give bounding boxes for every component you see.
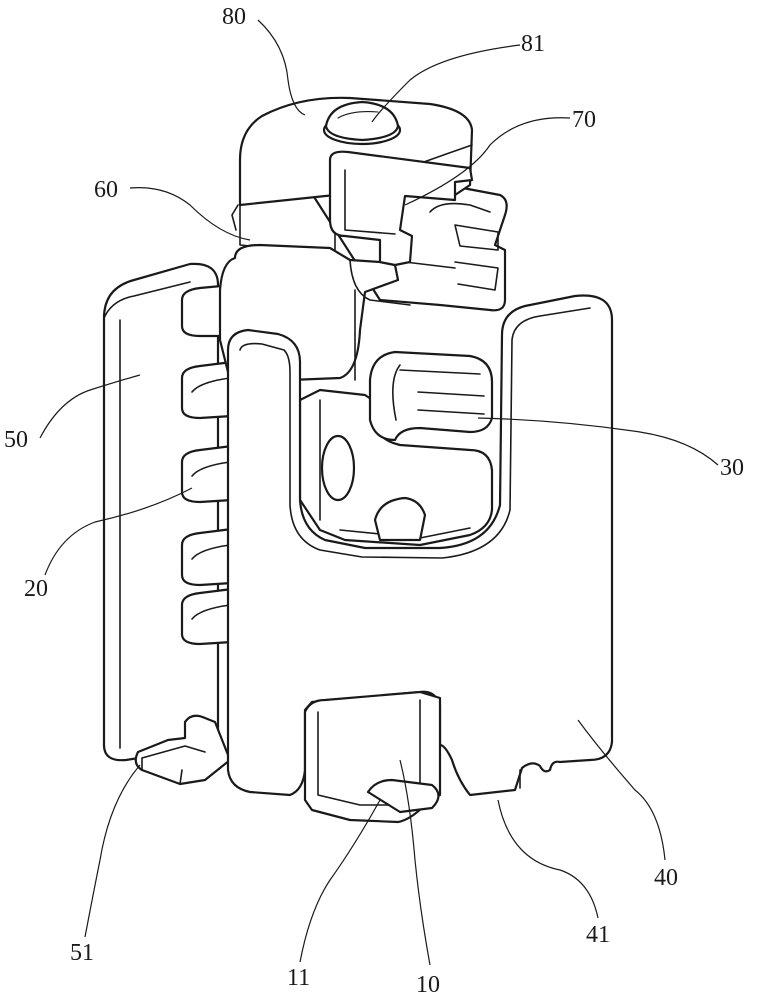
label-70: 70 (572, 107, 596, 133)
leader-51 (84, 764, 141, 938)
reference-numerals: 80 81 70 60 50 30 20 40 51 41 11 10 (4, 4, 744, 998)
label-51: 51 (70, 940, 94, 966)
leader-11 (299, 799, 381, 963)
leader-lines (39, 19, 719, 966)
left-side-plate (102, 262, 220, 762)
label-40: 40 (654, 865, 678, 891)
label-11: 11 (287, 965, 310, 991)
leader-60 (129, 187, 251, 241)
leader-80 (257, 19, 306, 116)
leader-30 (477, 417, 719, 466)
label-30: 30 (720, 455, 744, 481)
front-plate (226, 294, 614, 824)
adjusting-block (218, 96, 508, 382)
leader-81 (371, 44, 521, 123)
label-60: 60 (94, 177, 118, 203)
leader-40 (577, 719, 666, 861)
label-20: 20 (24, 576, 48, 602)
label-81: 81 (521, 31, 545, 57)
leader-50 (39, 374, 141, 439)
leader-70 (404, 117, 571, 206)
label-41: 41 (586, 922, 610, 948)
label-50: 50 (4, 427, 28, 453)
spring-clip (298, 350, 494, 547)
leader-41 (497, 799, 599, 919)
leader-10 (399, 759, 431, 966)
base-tab (134, 714, 232, 786)
label-80: 80 (222, 4, 246, 30)
label-10: 10 (416, 972, 440, 998)
leader-20 (44, 487, 193, 576)
